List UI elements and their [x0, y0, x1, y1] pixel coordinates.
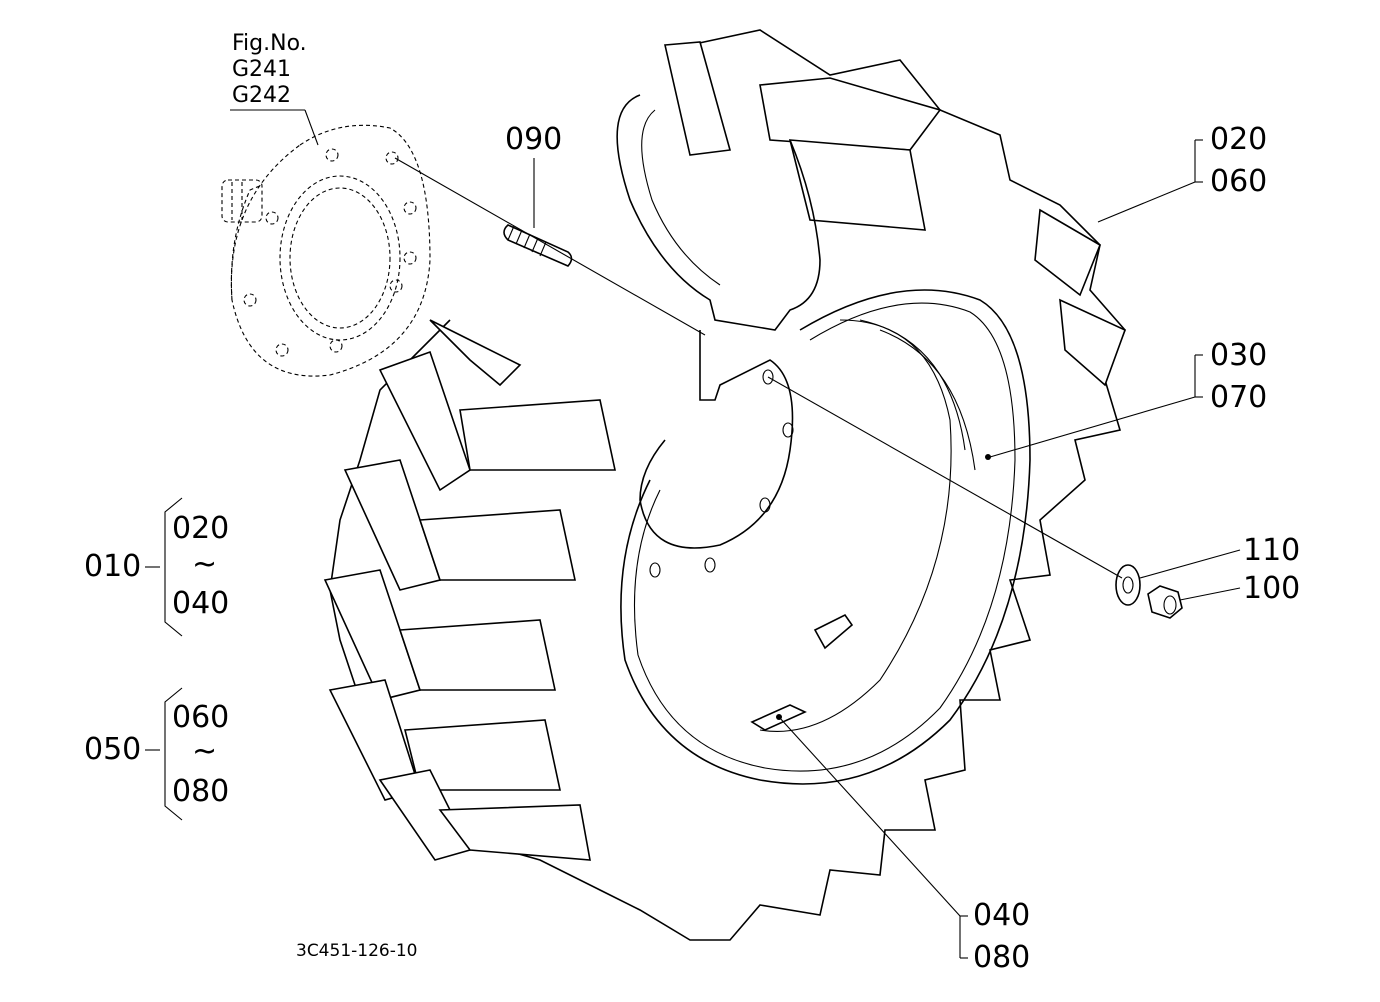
drawing-code: 3C451-126-10: [296, 941, 418, 961]
callout-060: 060: [1210, 164, 1268, 199]
assembly-010-from: 020: [172, 511, 230, 546]
assembly-010-tilde: ~: [192, 547, 218, 582]
callout-070: 070: [1210, 380, 1268, 415]
assembly-050-from: 060: [172, 700, 230, 735]
callout-030: 030: [1210, 338, 1268, 373]
callout-110: 110: [1243, 533, 1301, 568]
assembly-050-id: 050: [84, 732, 142, 767]
assembly-brackets: [145, 497, 183, 821]
hub-flange: [221, 124, 431, 377]
assembly-050-to: 080: [172, 774, 230, 809]
wheel-rim: [620, 289, 1031, 785]
assembly-010-to: 040: [172, 586, 230, 621]
callout-100: 100: [1243, 571, 1301, 606]
leader-lines: [230, 109, 1241, 959]
callout-020: 020: [1210, 122, 1268, 157]
callout-040: 040: [973, 898, 1031, 933]
figure-ref-1: G241: [232, 57, 292, 82]
assembly-010-id: 010: [84, 549, 142, 584]
figure-ref-title: Fig.No.: [232, 31, 307, 56]
assembly-050-tilde: ~: [192, 734, 218, 769]
stud-bolt: [503, 224, 573, 267]
figure-ref-2: G242: [232, 83, 292, 108]
tire: [323, 29, 1127, 941]
callout-080: 080: [973, 940, 1031, 975]
washer-and-nut: [1115, 564, 1183, 619]
callout-090: 090: [505, 122, 563, 157]
